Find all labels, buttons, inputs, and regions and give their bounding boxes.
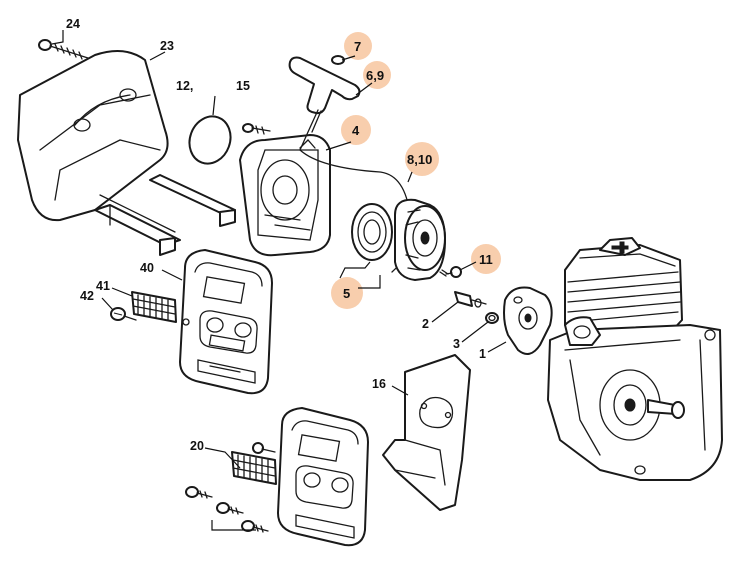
leader-lines	[51, 30, 507, 469]
label-5: 5	[343, 286, 350, 301]
label-15: 15	[236, 79, 250, 93]
part-fitting-3	[485, 312, 499, 324]
highlight-6-9	[363, 61, 391, 89]
part-handle-frame	[17, 50, 236, 256]
label-41: 41	[96, 279, 110, 293]
label-7: 7	[354, 39, 361, 54]
part-screw-42	[110, 307, 137, 321]
part-rope-rotor	[351, 198, 446, 281]
label-6-9: 6,9	[366, 68, 384, 83]
label-3: 3	[453, 337, 460, 351]
highlight-7	[344, 32, 372, 60]
label-12: 12,	[176, 79, 193, 93]
part-screw-11	[439, 266, 462, 278]
label-4: 4	[352, 123, 360, 138]
part-screw-24	[38, 39, 89, 60]
label-2: 2	[422, 317, 429, 331]
label-40: 40	[140, 261, 154, 275]
label-8-10: 8,10	[407, 152, 432, 167]
highlight-11	[471, 244, 501, 274]
label-24: 24	[66, 17, 80, 31]
part-ignition-module	[503, 286, 553, 355]
part-gasket-12-15	[188, 115, 271, 165]
highlight-5	[331, 277, 363, 309]
label-42: 42	[80, 289, 94, 303]
highlight-4	[341, 115, 371, 145]
label-16: 16	[372, 377, 386, 391]
highlight-8-10	[405, 142, 439, 176]
label-11: 11	[479, 252, 493, 267]
part-screen-41	[131, 291, 177, 323]
part-muffler-40	[179, 249, 273, 395]
label-23: 23	[160, 39, 174, 53]
part-muffler-20	[185, 407, 369, 547]
label-20: 20	[190, 439, 204, 453]
label-1: 1	[479, 347, 486, 361]
part-engine-block	[547, 237, 723, 481]
part-fitting-2	[454, 291, 487, 308]
part-heat-shield	[382, 354, 471, 511]
